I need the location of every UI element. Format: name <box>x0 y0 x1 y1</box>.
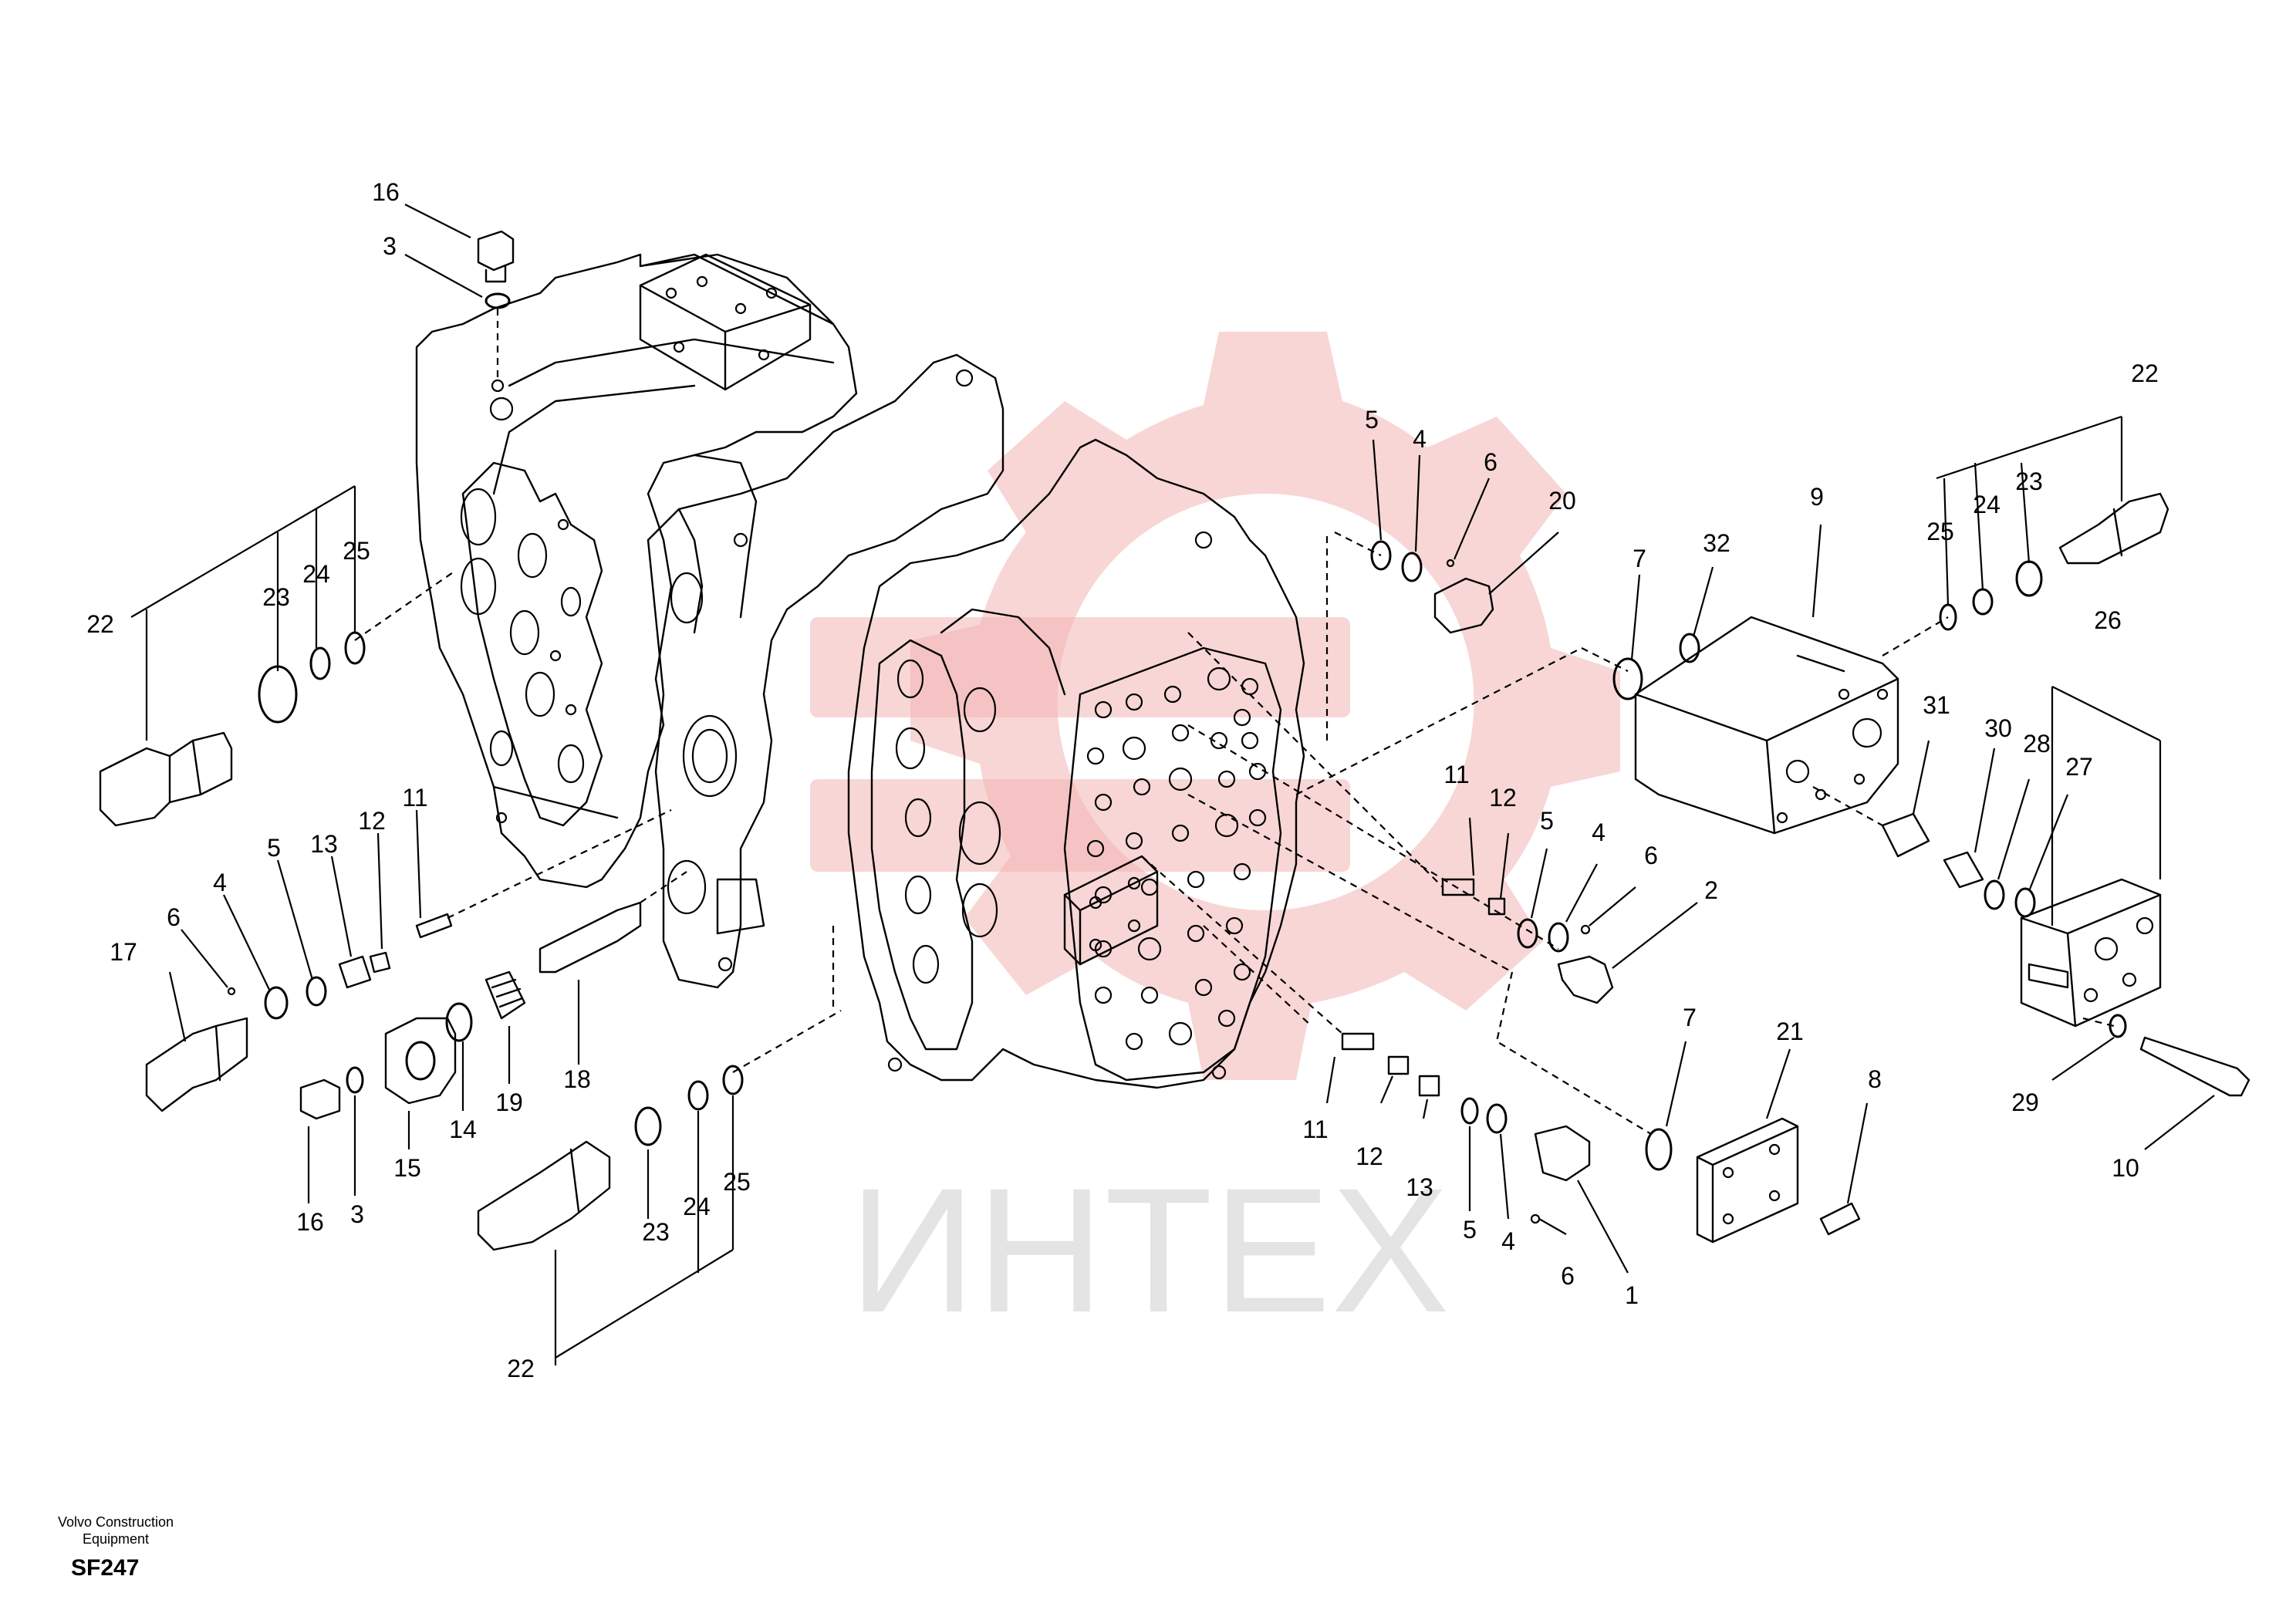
valve-body-center <box>847 438 1305 1089</box>
callout-29: 29 <box>2011 1088 2039 1116</box>
callout-16: 16 <box>372 178 400 206</box>
callout-4: 4 <box>213 869 227 896</box>
center-face-holes <box>1086 667 1267 1051</box>
callout-16: 16 <box>296 1208 324 1236</box>
footer-company: Volvo Construction Equipment <box>31 1514 201 1547</box>
callout-11: 11 <box>1302 1115 1328 1143</box>
callout-11: 11 <box>402 784 427 812</box>
callout-26: 26 <box>2094 606 2122 634</box>
callout-5: 5 <box>1365 406 1379 434</box>
callout-17: 17 <box>110 938 137 966</box>
callout-24: 24 <box>683 1193 711 1220</box>
block-26 <box>2020 878 2162 1028</box>
callout-32: 32 <box>1703 529 1730 557</box>
valve-body-middle <box>647 353 1004 989</box>
callout-22: 22 <box>507 1355 535 1382</box>
callout-4: 4 <box>1592 818 1606 846</box>
callout-24: 24 <box>302 560 330 588</box>
callout-31: 31 <box>1923 691 1950 719</box>
callout-3: 3 <box>350 1200 364 1228</box>
callout-12: 12 <box>1356 1142 1383 1170</box>
assembly-lines <box>354 309 2115 1135</box>
callout-6: 6 <box>1644 842 1658 869</box>
company-line-2: Equipment <box>82 1531 150 1547</box>
callout-23: 23 <box>642 1218 670 1246</box>
callout-25: 25 <box>1926 518 1954 545</box>
cover-plate-21 <box>1696 1117 1799 1244</box>
valve-body-left <box>415 253 858 889</box>
company-line-1: Volvo Construction <box>57 1514 174 1530</box>
diagram-code: SF247 <box>71 1555 140 1581</box>
callout-9: 9 <box>1810 483 1824 511</box>
callout-6: 6 <box>1484 448 1497 476</box>
callout-28: 28 <box>2023 730 2051 758</box>
callout-8: 8 <box>1868 1065 1882 1093</box>
callout-25: 25 <box>343 537 370 565</box>
callout-4: 4 <box>1501 1227 1515 1255</box>
callout-7: 7 <box>1633 545 1646 572</box>
callout-5: 5 <box>1540 807 1554 835</box>
callout-6: 6 <box>1561 1262 1575 1290</box>
callout-5: 5 <box>1463 1216 1477 1244</box>
callout-4: 4 <box>1413 425 1427 453</box>
callout-13: 13 <box>310 830 338 858</box>
callout-23: 23 <box>262 583 290 611</box>
cover-9 <box>1634 616 1899 835</box>
callout-11: 11 <box>1443 761 1469 788</box>
callout-6: 6 <box>167 903 181 931</box>
callout-labels: 16 3 22 23 24 25 17 6 4 5 13 12 11 16 3 … <box>86 178 2159 1382</box>
callout-12: 12 <box>1489 784 1517 812</box>
callout-23: 23 <box>2015 467 2043 495</box>
watermark-gear <box>810 332 1620 1080</box>
callout-13: 13 <box>1406 1173 1433 1201</box>
callout-27: 27 <box>2065 753 2093 781</box>
callout-20: 20 <box>1548 487 1576 515</box>
callout-1: 1 <box>1625 1281 1639 1309</box>
callout-21: 21 <box>1776 1018 1804 1045</box>
callout-18: 18 <box>563 1065 591 1093</box>
callout-15: 15 <box>393 1154 421 1182</box>
callout-22: 22 <box>86 610 114 638</box>
callout-7: 7 <box>1683 1004 1697 1031</box>
callout-2: 2 <box>1704 876 1718 904</box>
callout-30: 30 <box>1984 714 2012 742</box>
leader-lines <box>130 204 2215 1365</box>
callout-12: 12 <box>358 807 386 835</box>
small-parts <box>99 230 2250 1251</box>
callout-5: 5 <box>267 834 281 862</box>
callout-19: 19 <box>495 1088 523 1116</box>
callout-24: 24 <box>1973 491 2001 518</box>
callout-3: 3 <box>383 232 397 260</box>
callout-14: 14 <box>449 1115 477 1143</box>
callout-22: 22 <box>2131 359 2159 387</box>
watermark-text: ИНТЕХ <box>849 1151 1450 1349</box>
callout-10: 10 <box>2112 1154 2139 1182</box>
callout-25: 25 <box>723 1168 751 1196</box>
